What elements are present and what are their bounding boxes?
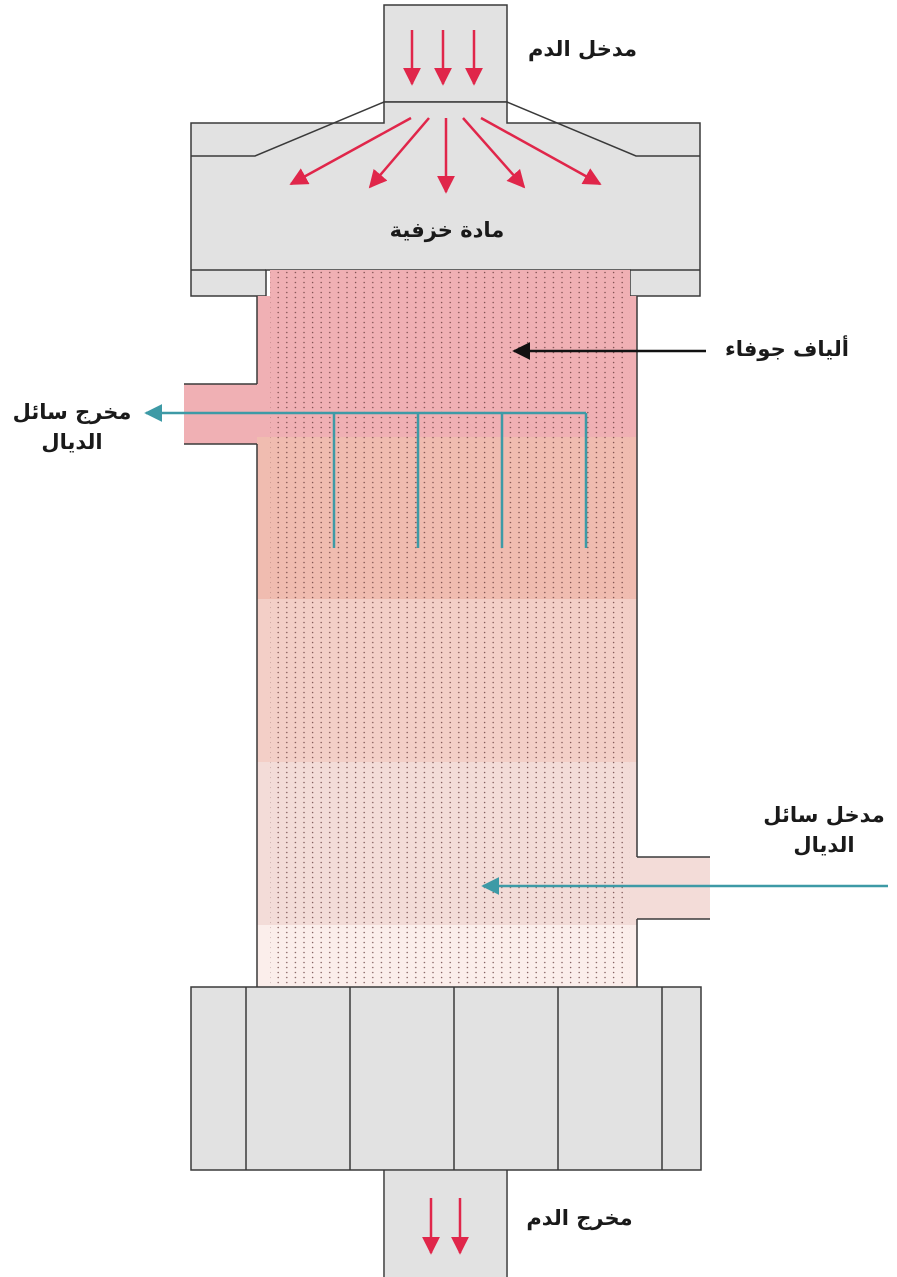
dialysate-outlet-label-line2: الديال xyxy=(41,430,103,454)
dialysate-inlet-label-line1: مدخل سائل xyxy=(763,803,885,827)
body-walls xyxy=(256,296,638,987)
dialysate-collector xyxy=(144,404,588,548)
arrow-icon xyxy=(480,116,602,186)
potting-label: مادة خزفية xyxy=(389,218,505,242)
blood-inlet-label: مدخل الدم xyxy=(528,37,637,61)
blood-inlet-arrows xyxy=(403,30,483,86)
bottom-header-cap xyxy=(190,986,702,1171)
blood-inlet-port xyxy=(383,4,508,103)
blood-outlet-label: مخرج الدم xyxy=(526,1206,633,1230)
hollow-fibers-label: ألياف جوفاء xyxy=(725,337,849,361)
arrow-icon xyxy=(462,117,526,189)
dialysate-inlet-label-line2: الديال xyxy=(793,833,855,857)
hollow-fiber-bundle xyxy=(257,270,637,987)
arrow-icon xyxy=(368,117,430,189)
blood-outlet-port xyxy=(383,1170,508,1277)
dialysate-inlet-port xyxy=(634,856,710,920)
arrow-icon xyxy=(289,116,412,186)
blood-spread-arrows xyxy=(289,116,602,194)
dialysate-outlet-label-line1: مخرج سائل xyxy=(12,400,132,424)
dialysate-inlet-label: مدخل سائل الديال xyxy=(752,800,896,860)
blood-outlet-arrows xyxy=(422,1198,469,1255)
dialysate-outlet-label: مخرج سائل الديال xyxy=(0,397,144,457)
